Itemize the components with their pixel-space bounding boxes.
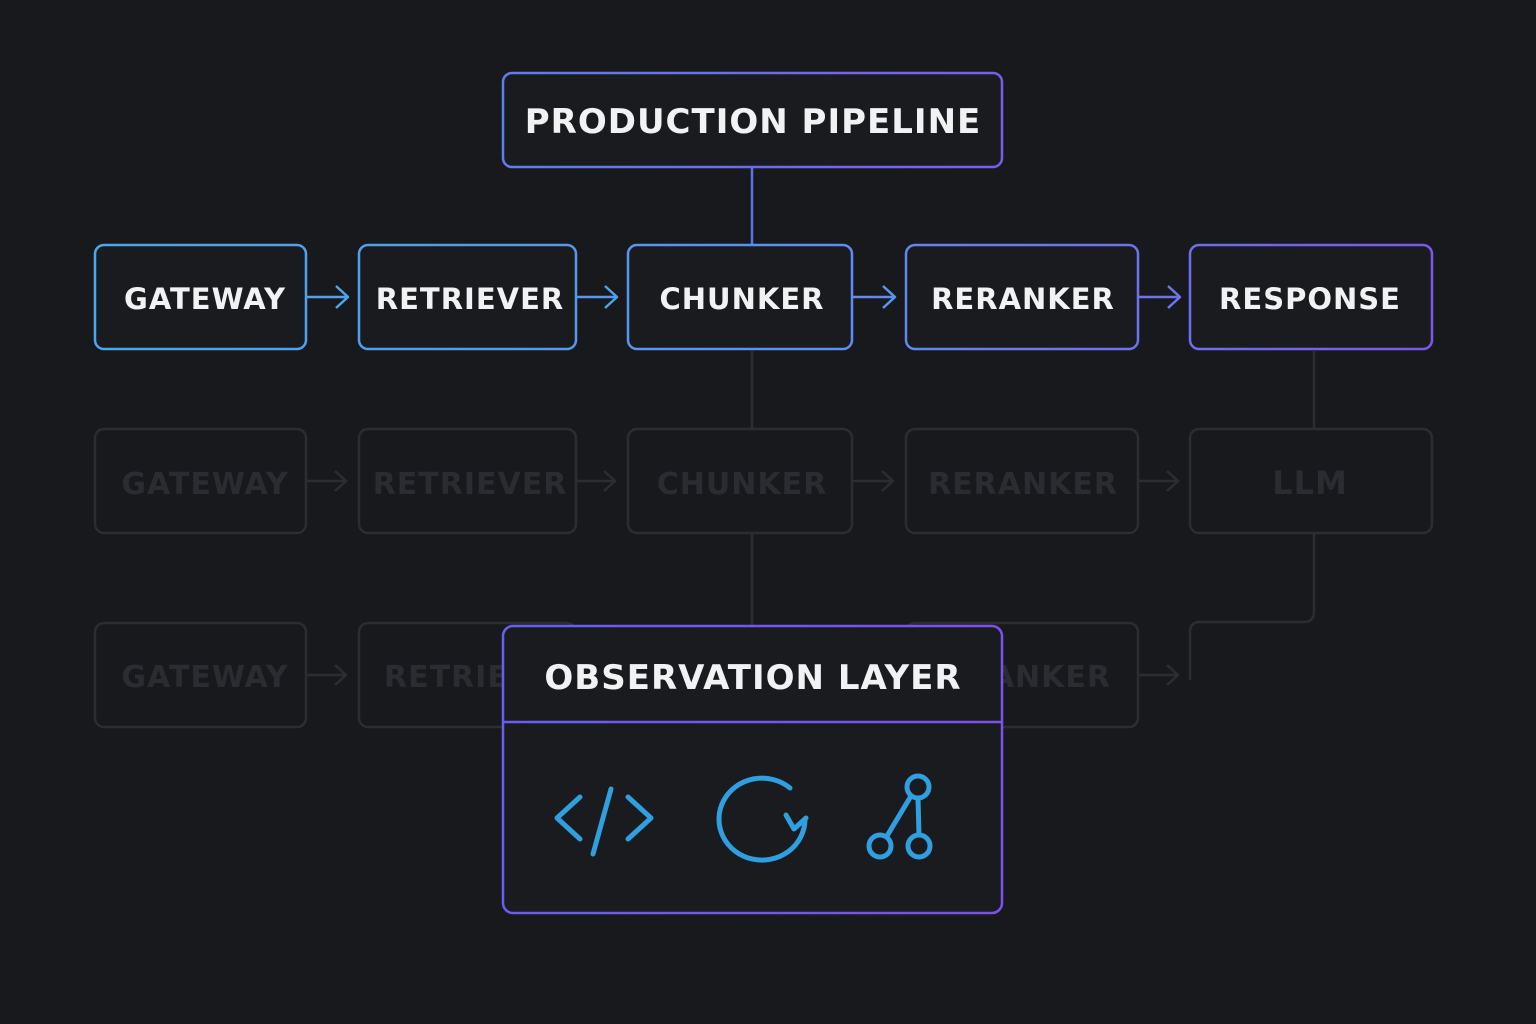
- ghost-label-gateway-2: GATEWAY: [121, 660, 289, 695]
- observation-layer-panel: OBSERVATION LAYER: [501, 624, 1004, 915]
- production-pipeline-title: PRODUCTION PIPELINE: [525, 102, 982, 142]
- ghost-arrowhead: [603, 470, 617, 492]
- refresh-icon: [716, 775, 809, 863]
- observation-layer-title: OBSERVATION LAYER: [544, 658, 961, 698]
- active-pipeline-row: GATEWAY RETRIEVER CHUNKER RERANKER RESPO…: [93, 243, 1434, 351]
- node-reranker-label: RERANKER: [931, 282, 1115, 316]
- ghost-label-reranker: RERANKER: [928, 467, 1118, 502]
- ghost-label-llm: LLM: [1272, 464, 1348, 502]
- git-branch-icon: [866, 773, 933, 860]
- ghost-row-2: GATEWAY RETRIE ANKER: [93, 534, 1316, 729]
- ghost-label-chunker: CHUNKER: [657, 467, 827, 502]
- ghost-return-connector: [1188, 534, 1316, 680]
- arrowhead-icon: [335, 285, 350, 309]
- ghost-label-retriever-2: RETRIE: [384, 660, 509, 695]
- ghost-arrowhead: [1166, 664, 1180, 686]
- ghost-arrowhead: [1166, 470, 1180, 492]
- ghost-arrowhead: [334, 470, 348, 492]
- node-retriever-label: RETRIEVER: [376, 282, 564, 316]
- arrowhead-icon: [882, 285, 897, 309]
- ghost-arrowhead: [334, 664, 348, 686]
- node-gateway-label: GATEWAY: [124, 282, 286, 316]
- production-pipeline-title-box: PRODUCTION PIPELINE: [501, 71, 1004, 169]
- ghost-node-llm: [1188, 427, 1434, 535]
- ghost-label-retriever: RETRIEVER: [373, 467, 568, 502]
- ghost-row-1: GATEWAY RETRIEVER CHUNKER RERANKER LLM: [93, 427, 1434, 535]
- code-icon: [554, 786, 654, 857]
- node-response-label: RESPONSE: [1219, 282, 1401, 316]
- arrowhead-icon: [604, 285, 619, 309]
- ghost-arrowhead: [881, 470, 895, 492]
- ghost-label-reranker-2: ANKER: [991, 660, 1111, 695]
- ghost-label-gateway: GATEWAY: [121, 467, 289, 502]
- node-response: [1188, 243, 1434, 351]
- arrowhead-icon: [1167, 285, 1182, 309]
- node-chunker-label: CHUNKER: [660, 282, 825, 316]
